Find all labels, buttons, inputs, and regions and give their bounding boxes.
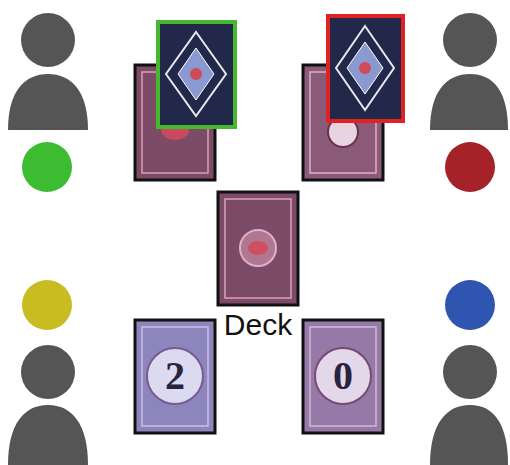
card-pattern [336,26,394,110]
deck-card [218,192,298,305]
player-card [158,22,235,127]
card-pattern [315,348,371,404]
card-pattern [166,32,226,116]
player-body [430,405,508,465]
number-card: 0 [303,320,383,433]
card-number: 2 [165,356,185,396]
face-card [135,320,215,433]
card-number: 0 [333,356,353,396]
player-marker [445,280,495,330]
number-card: 2 [135,320,215,433]
player-body [430,74,508,130]
player-marker [22,142,72,192]
card-pattern [142,327,208,426]
player-marker [445,142,495,192]
player-head [21,13,75,67]
player-marker [22,280,72,330]
deck-label: Deck [222,310,294,340]
card-pattern [147,348,203,404]
face-card [303,320,383,433]
card-pattern [190,68,202,80]
card-pattern [178,48,214,100]
card-pattern [225,199,291,298]
card-pattern [240,230,276,266]
card-pattern [310,327,376,426]
player-head [443,345,497,399]
card-pattern [359,62,371,74]
card-pattern [248,241,268,255]
player-head [443,13,497,67]
player-body [8,74,88,130]
player-body [8,405,88,465]
deck-card: Deck [218,192,298,305]
card-pattern [347,42,383,94]
player-card [328,16,403,121]
player-head [21,345,75,399]
